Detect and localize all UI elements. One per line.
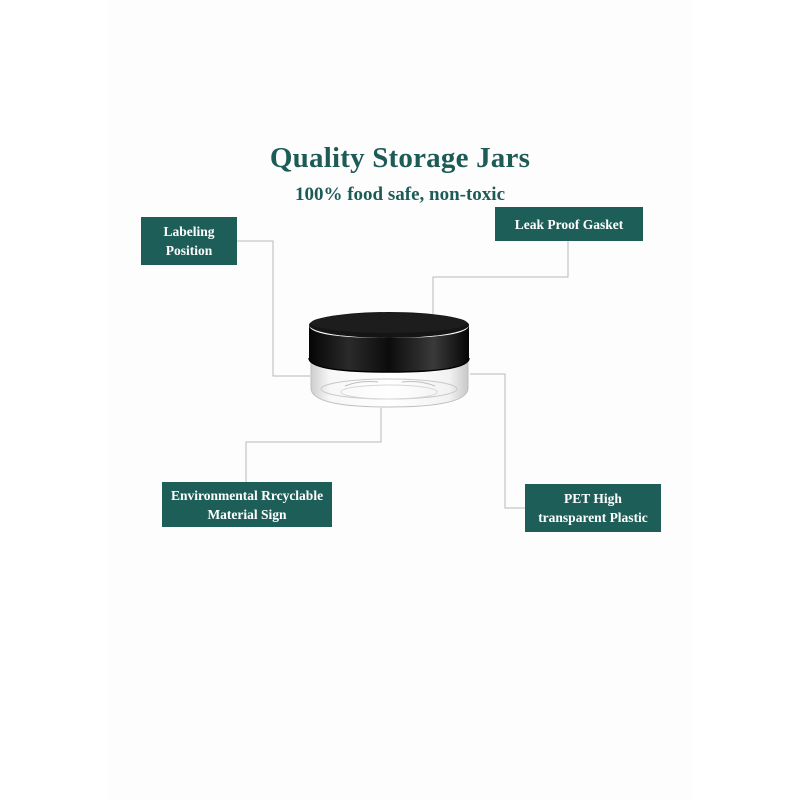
callout-pet-text: PET High transparent Plastic: [538, 491, 648, 525]
page-title: Quality Storage Jars: [269, 142, 531, 174]
callout-line-labeling: [237, 240, 310, 377]
callout-line-pet: [470, 373, 525, 509]
callout-line-leak-proof: [432, 241, 569, 314]
page-subtitle: 100% food safe, non-toxic: [294, 184, 506, 205]
callout-line-recyclable: [245, 408, 382, 482]
callout-pet-plastic: PET High transparent Plastic: [525, 484, 661, 532]
callout-labeling-position: Labeling Position: [141, 217, 237, 265]
callout-leak-proof-text: Leak Proof Gasket: [514, 216, 624, 232]
callout-leak-proof-gasket: Leak Proof Gasket: [495, 207, 643, 241]
callout-labeling-text: Labeling Position: [163, 224, 215, 258]
callout-recyclable-text: Environmental Rrcyclable Material Sign: [170, 487, 324, 522]
callout-recyclable-sign: Environmental Rrcyclable Material Sign: [162, 482, 332, 527]
